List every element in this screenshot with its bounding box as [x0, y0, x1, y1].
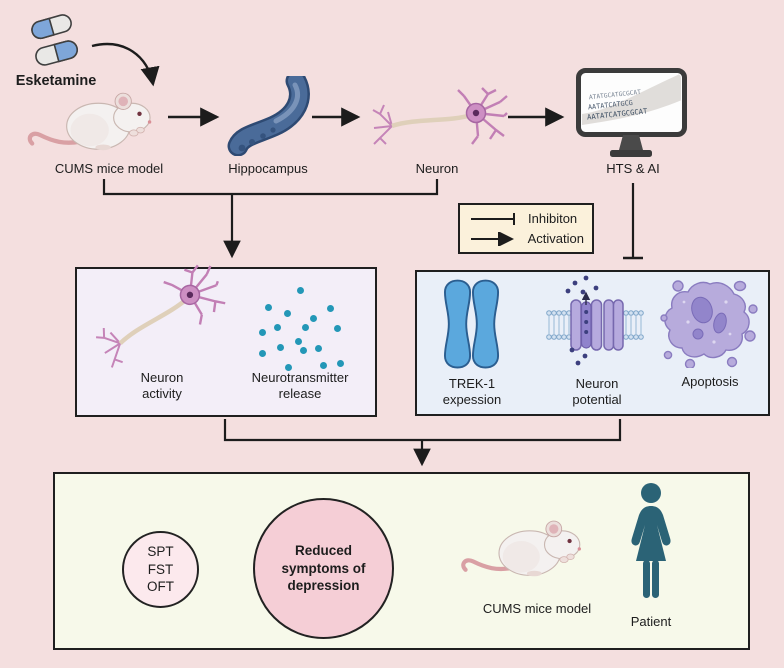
neurotransmitter-dot: [276, 343, 284, 351]
neurotransmitter-line1: Neurotransmitter: [251, 370, 349, 385]
outcome-line3: depression: [287, 578, 360, 594]
outcome-line1: Reduced: [294, 543, 352, 559]
ions-above: [565, 275, 599, 295]
test-fst: FST: [147, 561, 174, 577]
neuron-activity-line2: activity: [142, 385, 182, 401]
neurotransmitter-dot: [283, 309, 291, 317]
trek1-expression-label: TREK-1 expession: [422, 376, 522, 408]
bottom-cums-label: CUMS mice model: [482, 601, 592, 616]
neuron-label: Neuron: [415, 161, 459, 176]
outcome-line2: symptoms of: [281, 560, 366, 576]
activation-symbol-icon: [471, 231, 514, 246]
potential-line2: potential: [572, 391, 622, 407]
trek1-line1: TREK-1: [448, 376, 496, 391]
potential-line1: Neuron: [575, 376, 619, 391]
neurotransmitter-dot: [336, 359, 344, 367]
patient-icon: [631, 483, 671, 598]
reduced-depression-circle: Reduced symptoms of depression: [253, 498, 394, 639]
neuron-potential-membrane-icon: [546, 275, 644, 366]
ion-dot: [582, 353, 588, 359]
neurotransmitter-dot: [258, 328, 266, 336]
neurotransmitter-dot: [299, 346, 307, 354]
activation-label: Activation: [527, 231, 584, 246]
legend-inhibition-row: Inhibiton: [468, 211, 584, 226]
neuron-effects-panel: [75, 267, 377, 417]
hippocampus-icon: [227, 76, 310, 156]
bottom-mouse-icon: [460, 514, 590, 581]
neurotransmitter-dot: [294, 337, 302, 345]
behavior-tests-circle: SPT FST OFT: [122, 531, 199, 608]
ion-dot: [572, 280, 578, 286]
neurotransmitter-dot: [258, 349, 266, 357]
esketamine-label: Esketamine: [15, 73, 97, 89]
ion-dot: [575, 360, 581, 366]
neurotransmitter-line2: release: [278, 385, 322, 401]
trek1-line2: expession: [442, 391, 502, 407]
cums-mice-model-label: CUMS mice model: [54, 161, 164, 176]
neurotransmitter-dot: [326, 304, 334, 312]
neuron-icon: [368, 86, 508, 150]
test-spt: SPT: [147, 544, 174, 560]
neurotransmitter-dot: [273, 323, 281, 331]
ions-below: [569, 347, 588, 366]
trek1-channel-icon: [444, 279, 500, 369]
ion-dot: [583, 275, 589, 281]
inhibition-label: Inhibiton: [528, 211, 578, 226]
neurotransmitter-dot: [296, 286, 304, 294]
apoptosis-cell-icon: [660, 280, 758, 368]
neurotransmitter-dot: [314, 344, 322, 352]
neurotransmitter-dot: [333, 324, 341, 332]
ion-dot: [593, 285, 599, 291]
hts-ai-label: HTS & AI: [606, 161, 660, 176]
legend-box: Inhibiton Activation: [458, 203, 594, 254]
neurotransmitter-dot: [264, 303, 272, 311]
hippocampus-label: Hippocampus: [228, 161, 308, 176]
neuron-activity-label: Neuron activity: [112, 370, 212, 402]
ion-channel: [570, 299, 624, 351]
cums-mouse-icon: [26, 86, 161, 155]
neurotransmitter-release-label: Neurotransmitter release: [230, 370, 370, 402]
esketamine-pills-icon: [31, 14, 78, 66]
inhibition-symbol-icon: [471, 212, 515, 225]
neurotransmitter-dot: [319, 361, 327, 369]
neuron-potential-label: Neuron potential: [547, 376, 647, 408]
test-oft: OFT: [147, 579, 174, 595]
ion-dot: [580, 289, 586, 295]
hts-ai-monitor-icon: ATATGCATGCGCAT AATATCATGCG AATATCATGCGCA…: [576, 68, 687, 157]
ion-dot: [565, 288, 571, 294]
neuron-activity-line1: Neuron: [140, 370, 184, 385]
legend-activation-row: Activation: [468, 231, 584, 246]
apoptosis-label: Apoptosis: [681, 374, 739, 389]
neurotransmitter-dot: [301, 323, 309, 331]
patient-label: Patient: [630, 614, 672, 629]
neurotransmitter-dot: [284, 363, 292, 371]
ion-dot: [569, 347, 575, 353]
neurotransmitter-dot: [309, 314, 317, 322]
